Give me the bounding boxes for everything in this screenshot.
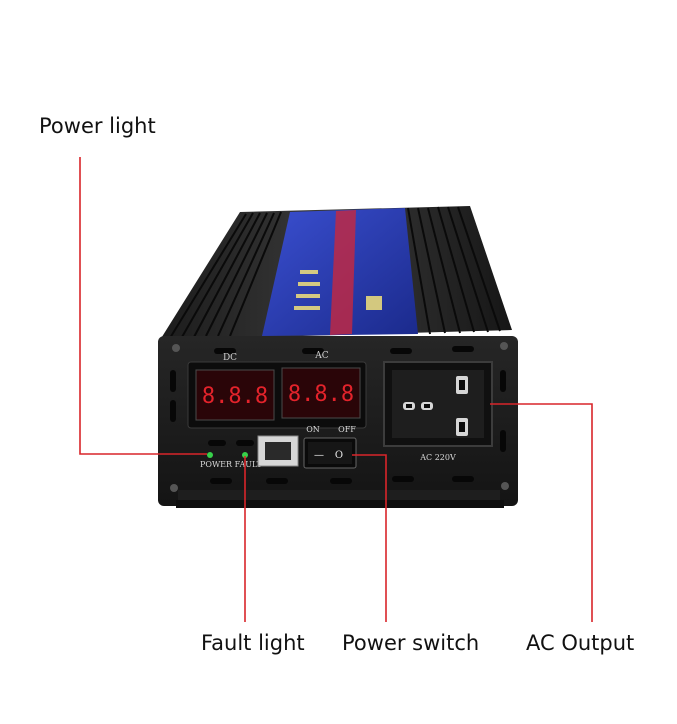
switch-on-label: ON [306,425,320,434]
switch-off-symbol: O [335,450,343,461]
power-light-line [79,157,207,455]
ac-label: AC [314,351,328,361]
ac-output-callout: AC Output [526,631,635,655]
inverter-top [160,206,512,340]
callout-lines [79,157,593,622]
dc-voltage-display [195,369,275,421]
dc-label: DC [223,353,237,363]
power-switch-line [352,454,387,622]
dc-display-digits: 8.8.8 [202,384,268,409]
power-light-callout: Power light [39,114,156,138]
power-switch-callout: Power switch [342,631,480,655]
power-switch[interactable]: — O [303,437,357,469]
ac-output-socket [383,361,493,447]
socket-voltage-label: AC 220V [419,453,456,462]
rj-port [257,435,299,467]
switch-off-label: OFF [338,425,356,434]
fault-light-callout: Fault light [201,631,305,655]
ac-voltage-display [281,367,361,419]
switch-on-symbol: — [314,450,324,461]
led-labels: POWER FAULT [200,460,263,469]
power-led [207,452,213,458]
ac-display-digits: 8.8.8 [288,382,354,407]
fault-led [242,452,248,458]
ac-output-line [490,403,593,622]
